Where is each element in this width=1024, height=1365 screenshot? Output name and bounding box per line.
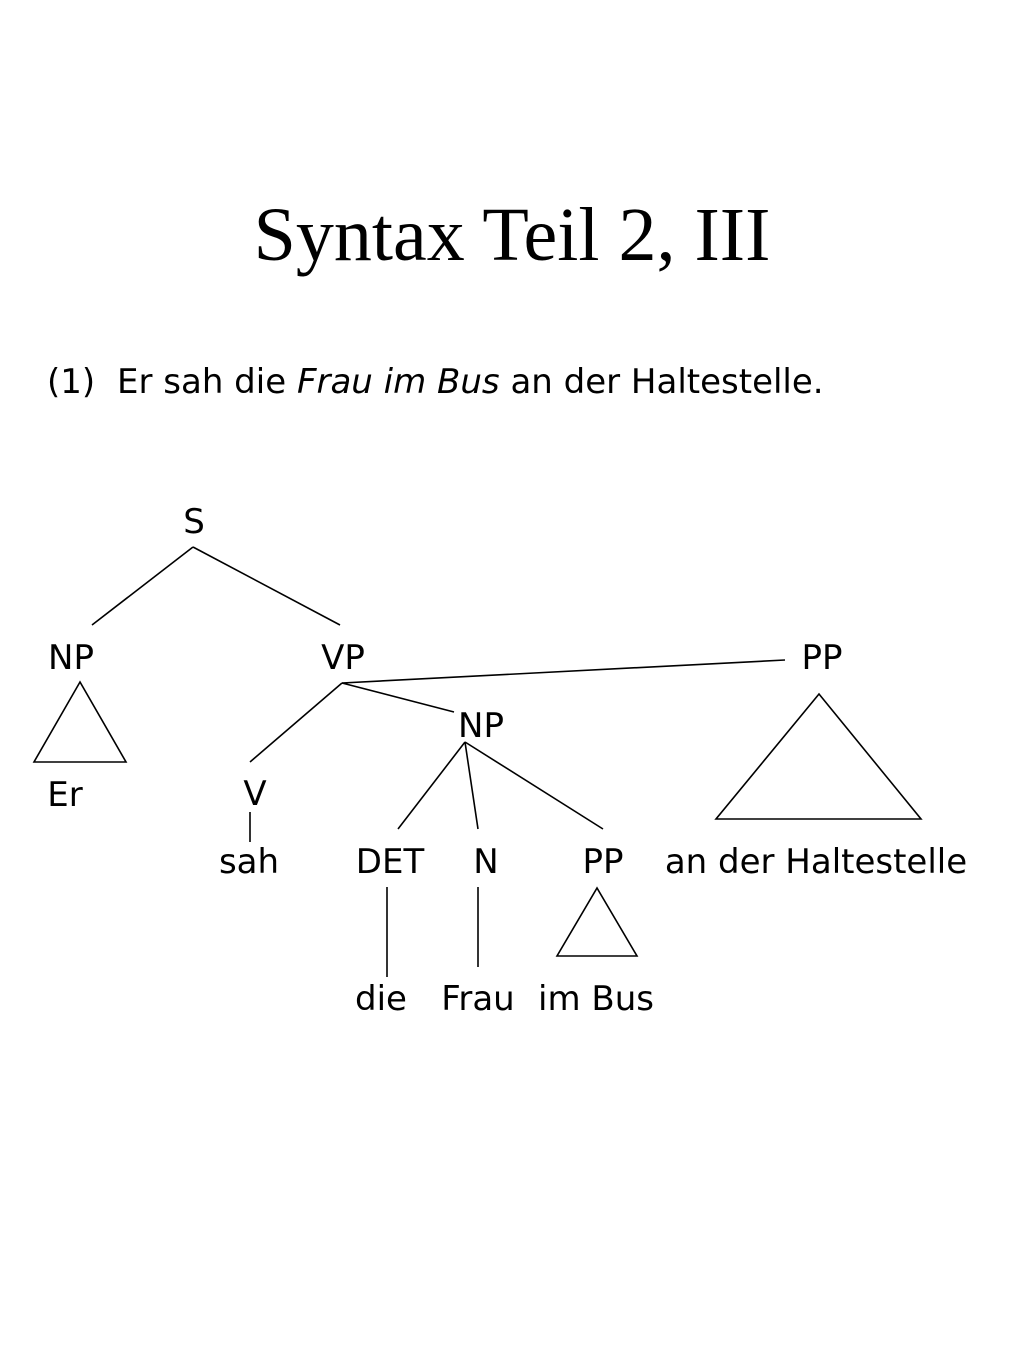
terminal-die: die <box>355 979 407 1019</box>
node-vp: VP <box>321 638 365 678</box>
edge-vp-np <box>341 682 455 713</box>
example-text-italic: Frau im Bus <box>296 362 500 402</box>
node-np-subject: NP <box>48 638 94 678</box>
triangle-pp-im-bus <box>555 886 639 957</box>
node-det: DET <box>356 842 425 882</box>
triangle-pp-haltestelle <box>714 692 923 820</box>
example-number: (1) <box>47 362 96 402</box>
edge-np-n <box>464 741 479 830</box>
node-s: S <box>183 502 205 542</box>
node-n: N <box>473 842 498 882</box>
node-v: V <box>243 774 266 814</box>
slide-title: Syntax Teil 2, III <box>253 193 771 277</box>
edge-s-vp <box>192 546 341 626</box>
triangle-np-er <box>32 680 128 763</box>
edge-vp-v <box>249 682 343 763</box>
terminal-sah: sah <box>219 842 279 882</box>
example-sentence: (1) Er sah die Frau im Bus an der Haltest… <box>47 362 824 403</box>
node-pp-inner: PP <box>582 842 623 882</box>
node-pp-attached: PP <box>801 638 842 678</box>
example-text-after: an der Haltestelle. <box>510 362 824 402</box>
edge-np-det <box>397 741 466 830</box>
edge-vp-pp <box>341 659 786 684</box>
example-text-before: Er sah die <box>117 362 287 402</box>
terminal-er: Er <box>47 775 82 815</box>
terminal-an-der-haltestelle: an der Haltestelle <box>665 842 967 882</box>
node-np-object: NP <box>458 706 504 746</box>
terminal-im-bus: im Bus <box>538 979 654 1019</box>
edge-s-np <box>91 546 194 626</box>
edge-np-pp <box>464 741 604 830</box>
terminal-frau: Frau <box>441 979 514 1019</box>
